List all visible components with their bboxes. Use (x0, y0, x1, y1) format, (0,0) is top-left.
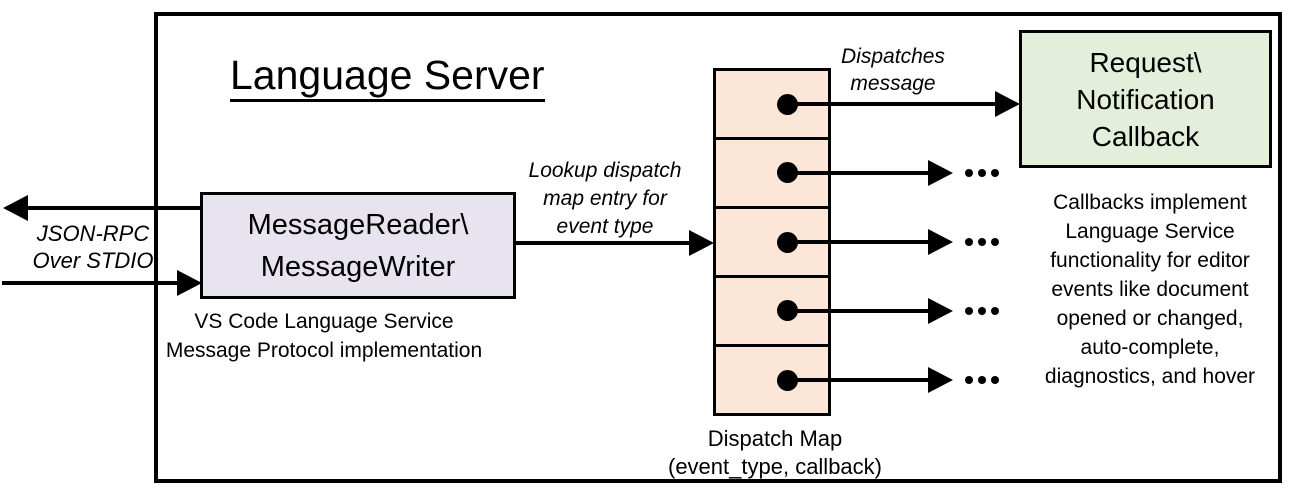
reader-caption-line: Message Protocol implementation (165, 339, 483, 362)
stdio-label: JSON-RPC Over STDIO (13, 220, 173, 274)
lookup-label-line: map entry for (543, 187, 667, 210)
message-reader-line: MessageReader\ (247, 208, 469, 241)
lookup-label-line: Lookup dispatch (528, 159, 682, 182)
callback-description-line: events like document (1051, 278, 1249, 301)
language-server-boundary-box (154, 12, 1282, 483)
stdio-label-line: Over STDIO (32, 248, 154, 273)
dispatches-label-line: Dispatches (841, 45, 945, 68)
message-reader-caption: VS Code Language Service Message Protoco… (158, 307, 490, 365)
arrowhead-right-icon (995, 91, 1020, 117)
lookup-arrow-line (516, 241, 691, 245)
map-caption-line: Dispatch Map (707, 426, 843, 451)
callback-description-line: opened or changed, (1056, 307, 1244, 330)
dispatch-map-cell (716, 209, 828, 278)
callback-description-line: diagnostics, and hover (1044, 365, 1256, 388)
message-writer-line: MessageWriter (260, 250, 456, 283)
arrowhead-right-icon (928, 367, 953, 393)
dispatch-arrow-line (787, 240, 929, 244)
dispatch-arrow-line (787, 171, 929, 175)
callback-description: Callbacks implement Language Service fun… (1022, 188, 1278, 391)
callback-description-line: Language Service (1065, 220, 1235, 243)
callback-description-line: auto-complete, (1080, 336, 1220, 359)
stdio-in-arrow-line (2, 281, 180, 285)
message-reader-writer-box: MessageReader\ MessageWriter (200, 192, 516, 299)
callback-box-line: Callback (1091, 120, 1200, 152)
request-notification-callback-box: Request\ Notification Callback (1019, 30, 1272, 168)
dispatch-map-cell (716, 278, 828, 347)
lookup-dispatch-label: Lookup dispatch map entry for event type (505, 157, 705, 241)
stdio-label-line: JSON-RPC (36, 221, 150, 246)
arrowhead-right-icon (177, 270, 202, 296)
map-caption-line: (event_type, callback) (668, 454, 882, 479)
dispatch-map-cell (716, 140, 828, 209)
dispatch-map-caption: Dispatch Map (event_type, callback) (645, 425, 905, 481)
callback-box-line: Request\ (1089, 46, 1202, 78)
dispatch-map-cell (716, 71, 828, 140)
arrowhead-right-icon (928, 160, 953, 186)
callback-description-line: functionality for editor (1050, 249, 1250, 272)
callback-box-line: Notification (1076, 83, 1215, 115)
dispatch-arrow-line (787, 309, 929, 313)
diagram-title: Language Server (230, 53, 545, 102)
arrowhead-right-icon (689, 230, 714, 256)
arrowhead-right-icon (928, 229, 953, 255)
dispatches-label-line: message (850, 72, 936, 95)
arrowhead-right-icon (928, 298, 953, 324)
callback-description-line: Callbacks implement (1053, 191, 1247, 214)
stdio-out-arrow-line (22, 206, 202, 210)
lookup-label-line: event type (556, 215, 654, 238)
dispatch-arrow-line (787, 102, 997, 106)
dispatches-message-label: Dispatches message (818, 43, 968, 97)
dispatch-arrow-line (787, 378, 929, 382)
reader-caption-line: VS Code Language Service (194, 310, 454, 333)
